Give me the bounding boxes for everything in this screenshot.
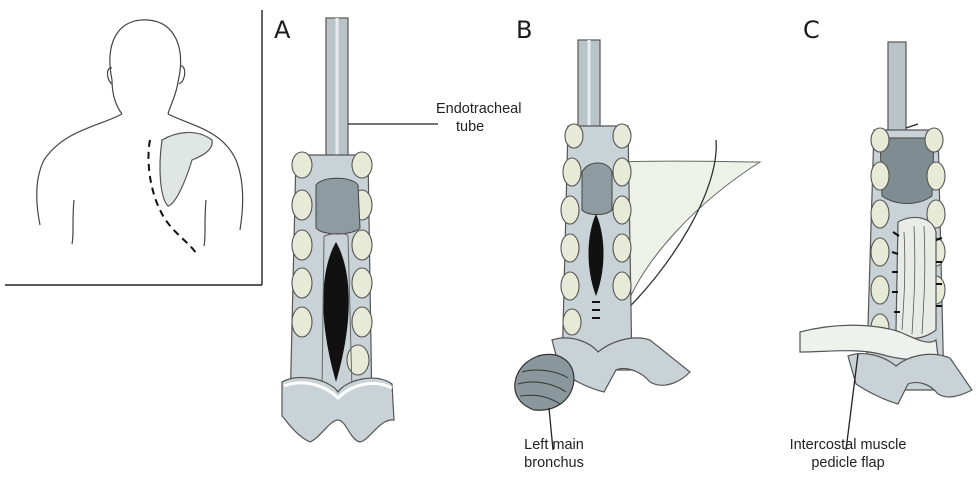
panel-letter-a: A (274, 18, 290, 42)
panel-a-drawing (282, 18, 438, 442)
head-outline (110, 20, 181, 114)
tube-cuff-a (316, 178, 360, 234)
carina-c (848, 354, 972, 404)
panel-letter-b: B (516, 18, 532, 42)
label-endotracheal-line2: tube (436, 118, 521, 136)
panel-letter-c: C (803, 18, 820, 42)
label-lmb-line2: bronchus (512, 454, 596, 472)
panel-b-drawing (515, 40, 760, 450)
scapula (160, 132, 212, 206)
panel-c-drawing (800, 42, 972, 450)
label-intercostal-flap: Intercostal muscle pedicle flap (758, 436, 938, 472)
label-lmb-line1: Left main (512, 436, 596, 454)
muscle-flap-patch-c (896, 217, 936, 338)
label-left-main-bronchus: Left main bronchus (512, 436, 596, 472)
label-icf-line1: Intercostal muscle (758, 436, 938, 454)
left-shoulder (37, 114, 122, 225)
pedicle-flap-b (610, 161, 760, 318)
label-endotracheal-tube: Endotracheal tube (436, 100, 521, 136)
inset-patient-back (5, 10, 262, 285)
label-endotracheal-line1: Endotracheal (436, 100, 521, 118)
label-icf-line2: pedicle flap (758, 454, 938, 472)
